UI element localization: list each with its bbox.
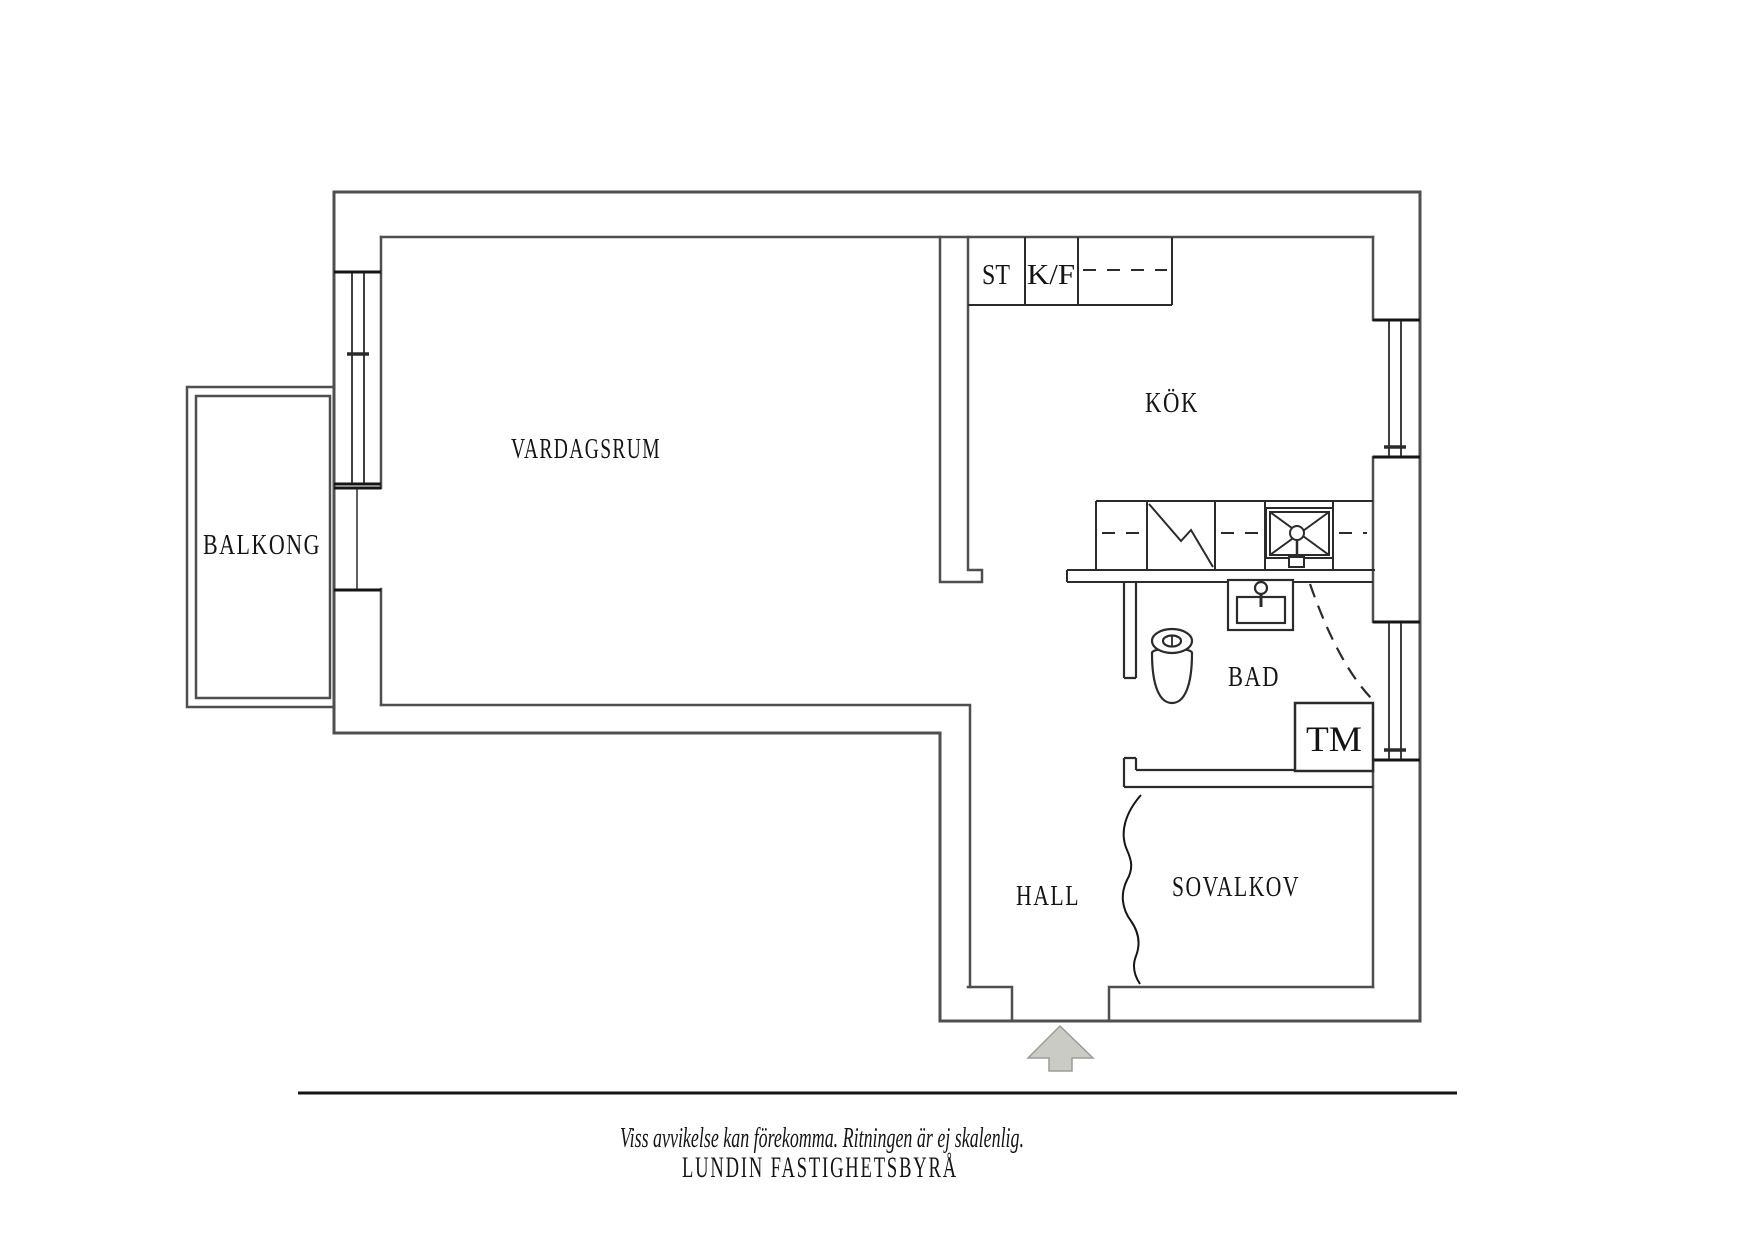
living-kitchen-divider-wall bbox=[938, 235, 984, 584]
fixture-label-closet: ST bbox=[982, 260, 1010, 291]
room-label-kitchen: KÖK bbox=[1145, 387, 1199, 419]
curtain-divider-icon bbox=[1121, 794, 1142, 985]
toilet-icon bbox=[1150, 627, 1194, 705]
balcony-door-caps bbox=[334, 486, 381, 592]
door-swing-dashed-arc bbox=[1308, 583, 1373, 700]
labels: BALKONG VARDAGSRUM KÖK BAD HALL SOVALKOV… bbox=[203, 260, 1362, 1184]
outer-wall-outline bbox=[332, 190, 1422, 1023]
stove-zigzag-icon bbox=[1148, 503, 1214, 568]
fixture-label-washer: TM bbox=[1306, 719, 1362, 759]
footer-brand-text: LUNDIN FASTIGHETSBYRÅ bbox=[682, 1151, 958, 1184]
counter-boxes-outline bbox=[1095, 500, 1373, 570]
living-window-icon bbox=[351, 273, 365, 483]
counter-front-edge bbox=[1066, 569, 1375, 583]
kitchen-faucet-base bbox=[1289, 525, 1305, 541]
fixture-label-fridge-freezer: K/F bbox=[1027, 260, 1075, 291]
windows bbox=[347, 273, 1406, 759]
washbasin-faucet-base bbox=[1253, 580, 1269, 596]
living-bottom-hall-left-inner-line bbox=[379, 703, 972, 989]
balcony-structure bbox=[185, 385, 336, 709]
toilet-bowl bbox=[1150, 647, 1194, 705]
alcove-divider bbox=[1121, 794, 1142, 985]
bath-left-wall bbox=[1122, 582, 1138, 680]
outer-walls bbox=[332, 190, 1422, 1023]
washing-machine-box bbox=[1293, 701, 1375, 773]
closet-row-outline bbox=[968, 237, 1173, 306]
room-label-hall: HALL bbox=[1016, 880, 1080, 912]
balcony-outer-rail bbox=[185, 385, 336, 709]
bath-alcove-wall bbox=[1122, 756, 1373, 789]
kitchen-window-caps bbox=[1373, 318, 1420, 459]
room-label-balcony: BALKONG bbox=[203, 529, 321, 561]
balcony-inner-rail bbox=[194, 394, 332, 700]
inner-walls bbox=[379, 235, 1375, 1023]
entrance bbox=[1026, 1024, 1095, 1072]
bathroom bbox=[1122, 578, 1375, 789]
kitchen-window-icon bbox=[1388, 321, 1402, 456]
kitchen-faucet-head bbox=[1288, 556, 1305, 568]
room-label-living: VARDAGSRUM bbox=[511, 433, 661, 465]
entrance-arrow-icon bbox=[1026, 1024, 1095, 1072]
bath-window-caps bbox=[1373, 620, 1420, 762]
window-caps bbox=[334, 270, 1420, 762]
bottom-wall-inner-line bbox=[966, 985, 1375, 1023]
washbasin-icon bbox=[1226, 578, 1295, 632]
room-label-bath: BAD bbox=[1228, 661, 1280, 693]
bath-window-icon bbox=[1388, 623, 1402, 759]
kitchen-fittings bbox=[968, 237, 1375, 583]
room-label-alcove: SOVALKOV bbox=[1172, 871, 1300, 903]
living-window-caps bbox=[334, 270, 381, 486]
kitchen-sink-inner bbox=[1269, 511, 1330, 556]
kitchen-sink-icon bbox=[1265, 507, 1334, 568]
footer-disclaimer-text: Viss avvikelse kan förekomma. Ritningen … bbox=[620, 1123, 1024, 1154]
